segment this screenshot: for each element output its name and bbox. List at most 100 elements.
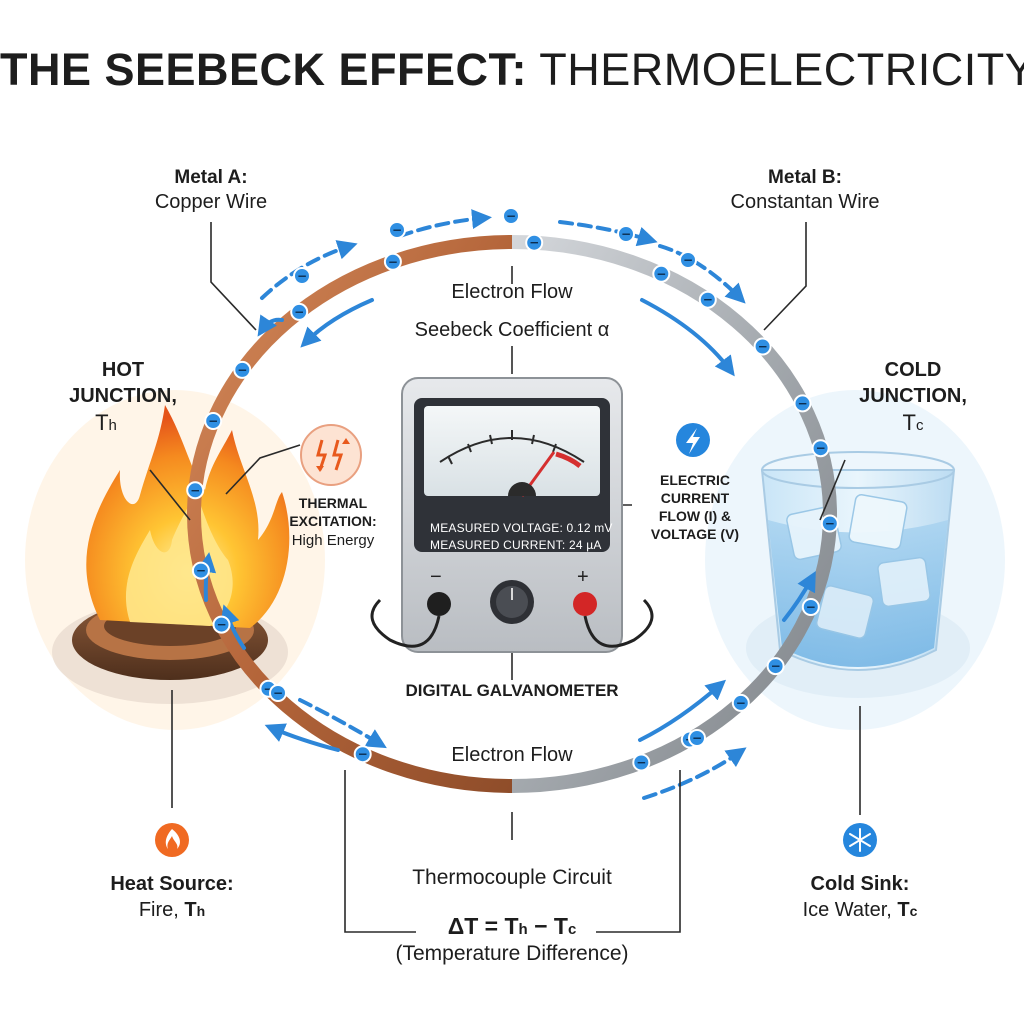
cold-sink-prefix: Ice Water, bbox=[802, 898, 892, 921]
svg-text:−: − bbox=[656, 267, 666, 281]
electron: − bbox=[820, 514, 839, 533]
svg-text:−: − bbox=[636, 756, 646, 770]
meter-plus-terminal: + bbox=[577, 566, 589, 588]
flow-arrows bbox=[196, 209, 816, 800]
electron: − bbox=[502, 207, 520, 225]
metal-b-label: Metal B: Constantan Wire bbox=[700, 166, 910, 216]
svg-text:−: − bbox=[190, 483, 200, 497]
electron-flow-bottom-label: Electron Flow bbox=[451, 744, 573, 766]
metal-b-name: Constantan Wire bbox=[730, 191, 880, 214]
cold-junction-symbol: T bbox=[902, 410, 916, 436]
measured-current: MEASURED CURRENT: 24 µA bbox=[430, 538, 602, 552]
electric-line4: VOLTAGE (V) bbox=[650, 525, 740, 542]
electron: − bbox=[269, 684, 287, 702]
meter-minus-terminal: − bbox=[430, 566, 442, 588]
delta-t-minus: − T bbox=[527, 913, 568, 939]
svg-text:−: − bbox=[263, 682, 273, 696]
electron: − bbox=[617, 225, 635, 243]
lightning-icon bbox=[676, 423, 710, 457]
svg-text:−: − bbox=[621, 227, 631, 241]
electron: − bbox=[525, 233, 544, 252]
svg-text:−: − bbox=[358, 747, 368, 761]
cold-sink-sub: c bbox=[909, 902, 918, 919]
hot-junction-line1: HOT bbox=[101, 359, 145, 381]
svg-text:−: − bbox=[806, 600, 816, 614]
svg-text:−: − bbox=[196, 564, 206, 578]
electron-flow-top-label: Electron Flow bbox=[451, 281, 573, 303]
measured-current-value: 24 µA bbox=[568, 538, 602, 552]
cold-sink-label: Cold Sink: Ice Water, Tc bbox=[770, 872, 950, 923]
electron: − bbox=[793, 394, 812, 413]
thermal-excitation-label: THERMAL EXCITATION: High Energy bbox=[274, 495, 392, 550]
svg-text:−: − bbox=[529, 236, 539, 250]
electron: − bbox=[186, 481, 205, 500]
electron: − bbox=[652, 264, 671, 283]
svg-text:−: − bbox=[692, 731, 702, 745]
cold-sink-heading: Cold Sink: bbox=[810, 873, 910, 895]
delta-t-label: ΔT = Th − Tc (Temperature Difference) bbox=[362, 912, 662, 968]
svg-text:−: − bbox=[758, 340, 768, 354]
svg-text:−: − bbox=[797, 396, 807, 410]
svg-text:−: − bbox=[392, 223, 402, 237]
svg-text:−: − bbox=[703, 293, 713, 307]
heat-source-symbol: T bbox=[184, 898, 197, 921]
hot-junction-sub: h bbox=[108, 417, 117, 435]
title-bold: THE SEEBECK EFFECT: bbox=[0, 44, 528, 95]
electron: − bbox=[801, 598, 820, 616]
electric-line3: FLOW (I) & bbox=[658, 507, 732, 524]
measured-voltage-label: MEASURED VOLTAGE: bbox=[430, 521, 563, 535]
electron: − bbox=[383, 252, 402, 271]
thermal-line3: High Energy bbox=[291, 531, 375, 549]
svg-text:−: − bbox=[816, 441, 826, 455]
svg-text:−: − bbox=[683, 253, 693, 267]
svg-text:−: − bbox=[736, 696, 746, 710]
delta-t-sub-c: c bbox=[567, 921, 577, 938]
svg-text:−: − bbox=[216, 618, 226, 632]
electron: − bbox=[632, 753, 651, 772]
thermal-line2: EXCITATION: bbox=[289, 512, 377, 529]
page-title: THE SEEBECK EFFECT: THERMOELECTRICITY bbox=[0, 44, 1024, 96]
electron: − bbox=[766, 657, 785, 676]
snowflake-icon bbox=[843, 823, 877, 857]
svg-text:−: − bbox=[388, 255, 398, 269]
delta-t-sub-h: h bbox=[518, 921, 528, 938]
delta-t-caption: (Temperature Difference) bbox=[395, 942, 629, 966]
heat-source-heading: Heat Source: bbox=[110, 873, 234, 895]
metal-a-heading: Metal A: bbox=[174, 167, 248, 188]
svg-text:−: − bbox=[825, 517, 835, 531]
electric-line2: CURRENT bbox=[660, 489, 730, 506]
seebeck-coefficient-label: Seebeck Coefficient α bbox=[414, 319, 610, 341]
svg-text:−: − bbox=[506, 209, 516, 223]
svg-text:−: − bbox=[294, 305, 304, 319]
galvanometer bbox=[370, 377, 654, 653]
hot-junction-symbol: T bbox=[95, 410, 109, 436]
cold-junction-line1: COLD bbox=[884, 359, 942, 381]
galvanometer-name: DIGITAL GALVANOMETER bbox=[405, 681, 619, 700]
electron: − bbox=[731, 693, 750, 712]
thermal-line1: THERMAL bbox=[298, 495, 368, 511]
measured-voltage-value: 0.12 mV bbox=[566, 521, 613, 535]
electron: − bbox=[191, 561, 210, 580]
electron: − bbox=[811, 439, 830, 458]
heat-source-prefix: Fire, bbox=[138, 898, 179, 921]
electron: − bbox=[290, 302, 309, 321]
electron: − bbox=[388, 221, 406, 239]
cold-junction-line2: JUNCTION, bbox=[859, 384, 967, 407]
svg-text:−: − bbox=[273, 686, 283, 700]
measured-current-label: MEASURED CURRENT: bbox=[430, 538, 566, 552]
leader-lines bbox=[149, 222, 861, 933]
hot-junction-label: HOT JUNCTION, Th bbox=[48, 358, 198, 437]
hot-junction-line2: JUNCTION, bbox=[69, 384, 177, 407]
metal-a-label: Metal A: Copper Wire bbox=[118, 166, 304, 216]
heat-source-label: Heat Source: Fire, Th bbox=[82, 872, 262, 923]
flame-icon bbox=[155, 823, 189, 857]
delta-t-formula: ΔT = T bbox=[447, 913, 519, 939]
cold-junction-sub: c bbox=[915, 417, 924, 435]
svg-text:−: − bbox=[771, 659, 781, 673]
svg-text:−: − bbox=[237, 363, 247, 377]
electron: − bbox=[204, 412, 223, 430]
electron: − bbox=[353, 745, 372, 764]
thermocouple-circuit-label: Thermocouple Circuit bbox=[412, 866, 612, 889]
svg-text:−: − bbox=[208, 414, 218, 428]
